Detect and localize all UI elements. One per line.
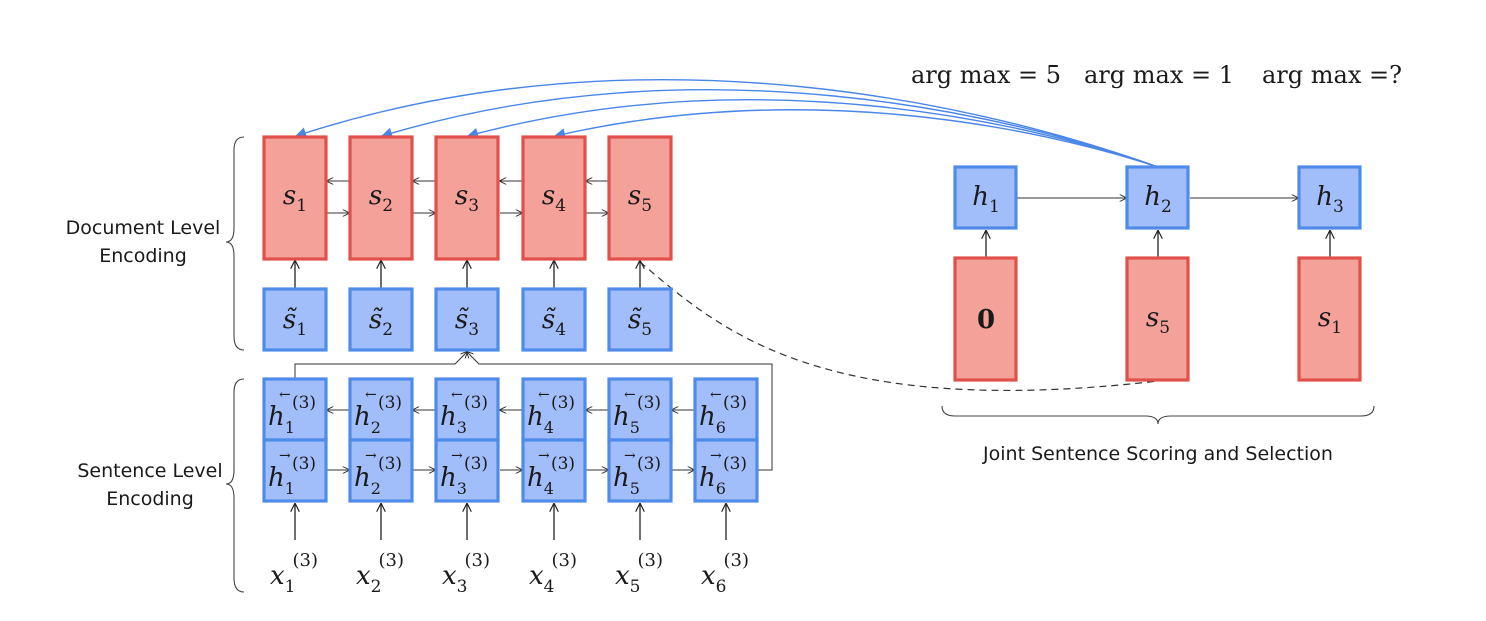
input-tokens: x1(3) x2(3) x3(3) x4(3) x5(3) x6(3) — [270, 550, 749, 597]
svg-text:→: → — [279, 448, 291, 464]
input-arrows — [295, 504, 726, 540]
joint-label: Joint Sentence Scoring and Selection — [982, 443, 1333, 465]
attention-curves — [294, 78, 1159, 168]
fwd-state-labels: →h1(3) →h2(3) →h3(3) →h4(3) →h5(3) →h6(3… — [268, 448, 747, 498]
svg-text:h2(3): h2(3) — [354, 393, 402, 437]
doc-links — [327, 181, 608, 213]
doc-state-4: s4 — [542, 181, 566, 216]
selector-input-labels: 0 s5 s1 — [977, 303, 1342, 338]
bwd-state-5: ←h5(3) — [613, 387, 661, 437]
sent-rep-4: s̃4 — [542, 305, 566, 340]
bwd-state-1: ←h1(3) — [268, 387, 316, 437]
svg-text:Encoding: Encoding — [99, 245, 187, 267]
doc-state-3: s3 — [455, 181, 479, 216]
svg-text:h5(3): h5(3) — [613, 454, 661, 498]
input-token-6: x6(3) — [701, 550, 749, 597]
svg-text:arg max = 5: arg max = 5 — [911, 61, 1061, 89]
bwd-state-4: ←h4(3) — [527, 387, 575, 437]
selector-input-boxes — [953, 256, 1362, 382]
input-token-5: x5(3) — [615, 550, 663, 597]
sentence-to-rep-connector — [294, 352, 773, 471]
svg-text:h2(3): h2(3) — [354, 454, 402, 498]
svg-text:→: → — [365, 448, 377, 464]
selector-state-1: h1 — [972, 182, 1000, 217]
svg-text:Document Level: Document Level — [66, 217, 221, 239]
svg-text:←: ← — [451, 387, 463, 403]
sentence-encoder-boxes — [262, 377, 759, 503]
sent-rep-3: s̃3 — [455, 305, 479, 340]
sentence-level-label: Sentence Level Encoding — [77, 460, 222, 510]
bwd-state-labels: ←h1(3) ←h2(3) ←h3(3) ←h4(3) ←h5(3) ←h6(3… — [268, 387, 747, 437]
svg-text:h5(3): h5(3) — [613, 393, 661, 437]
doc-state-1: s1 — [283, 181, 307, 216]
argmax-label-1: arg max = 5 — [911, 61, 1061, 89]
svg-text:←: ← — [710, 387, 722, 403]
sent-rep-labels: s̃1 s̃2 s̃3 s̃4 s̃5 — [283, 305, 652, 340]
fwd-state-5: →h5(3) — [613, 448, 661, 498]
svg-text:arg max = 1: arg max = 1 — [1084, 61, 1234, 89]
svg-text:→: → — [624, 448, 636, 464]
input-token-1: x1(3) — [270, 550, 318, 597]
fwd-state-3: →h3(3) — [440, 448, 488, 498]
sentence-brace — [225, 378, 245, 593]
sent-to-doc-arrows — [295, 261, 640, 288]
selector-input-3: s1 — [1318, 303, 1342, 338]
fwd-state-1: →h1(3) — [268, 448, 316, 498]
sent-rep-1: s̃1 — [283, 305, 307, 340]
selector-state-boxes — [953, 165, 1362, 230]
svg-text:h4(3): h4(3) — [527, 393, 575, 437]
doc-state-5: s5 — [628, 181, 652, 216]
sent-rep-2: s̃2 — [369, 305, 393, 340]
doc-state-labels: s1 s2 s3 s4 s5 — [283, 181, 652, 216]
svg-text:→: → — [451, 448, 463, 464]
fwd-state-6: →h6(3) — [699, 448, 747, 498]
fwd-state-2: →h2(3) — [354, 448, 402, 498]
svg-text:h1(3): h1(3) — [268, 393, 316, 437]
argmax-label-3: arg max =? — [1262, 61, 1402, 89]
selector-input-zero: 0 — [977, 305, 995, 335]
selector-state-3: h3 — [1316, 182, 1344, 217]
svg-text:h3(3): h3(3) — [440, 454, 488, 498]
sent-rep-5: s̃5 — [628, 305, 652, 340]
svg-text:←: ← — [624, 387, 636, 403]
svg-text:←: ← — [538, 387, 550, 403]
bwd-state-2: ←h2(3) — [354, 387, 402, 437]
svg-text:Encoding: Encoding — [106, 488, 194, 510]
copy-dashed-curve — [639, 261, 1159, 392]
selector-state-labels: h1 h2 h3 — [972, 182, 1344, 217]
document-level-label: Document Level Encoding — [66, 217, 221, 267]
svg-text:h4(3): h4(3) — [527, 454, 575, 498]
svg-text:h6(3): h6(3) — [699, 393, 747, 437]
joint-brace — [941, 405, 1375, 425]
bwd-state-6: ←h6(3) — [699, 387, 747, 437]
bwd-state-3: ←h3(3) — [440, 387, 488, 437]
svg-text:←: ← — [279, 387, 291, 403]
input-token-3: x3(3) — [442, 550, 490, 597]
svg-text:h6(3): h6(3) — [699, 454, 747, 498]
input-token-4: x4(3) — [529, 550, 577, 597]
svg-text:h1(3): h1(3) — [268, 454, 316, 498]
argmax-label-2: arg max = 1 — [1084, 61, 1234, 89]
document-brace — [225, 136, 245, 351]
doc-state-2: s2 — [369, 181, 393, 216]
selector-input-2: s5 — [1146, 303, 1170, 338]
fwd-state-4: →h4(3) — [527, 448, 575, 498]
selector-links — [986, 198, 1330, 257]
svg-text:←: ← — [365, 387, 377, 403]
sent-rep-boxes — [262, 287, 673, 352]
selector-state-2: h2 — [1144, 182, 1172, 217]
svg-text:h3(3): h3(3) — [440, 393, 488, 437]
svg-text:Sentence Level: Sentence Level — [77, 460, 222, 482]
input-token-2: x2(3) — [356, 550, 404, 597]
svg-text:arg max =?: arg max =? — [1262, 61, 1402, 89]
svg-text:→: → — [538, 448, 550, 464]
svg-text:→: → — [710, 448, 722, 464]
doc-state-boxes — [262, 135, 673, 261]
